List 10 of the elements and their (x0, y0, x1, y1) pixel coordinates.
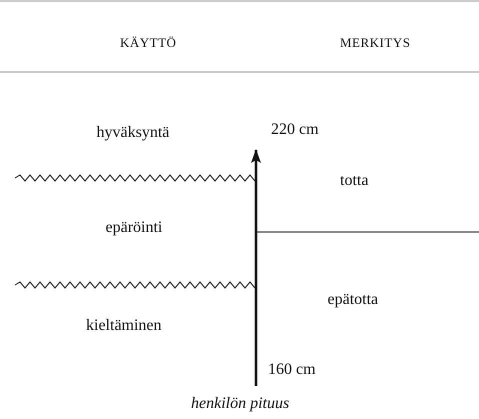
column-header: MERKITYS (340, 34, 410, 52)
caption: henkilön pituus (191, 395, 290, 413)
usage-label: epäröinti (106, 219, 162, 237)
meaning-label: totta (340, 172, 368, 190)
height-label: 160 cm (268, 361, 316, 379)
meaning-label: epätotta (328, 291, 378, 309)
usage-label: hyväksyntä (96, 124, 170, 142)
column-header: KÄYTTÖ (120, 34, 176, 52)
height-label: 220 cm (271, 121, 319, 139)
usage-label: kieltäminen (86, 317, 162, 335)
